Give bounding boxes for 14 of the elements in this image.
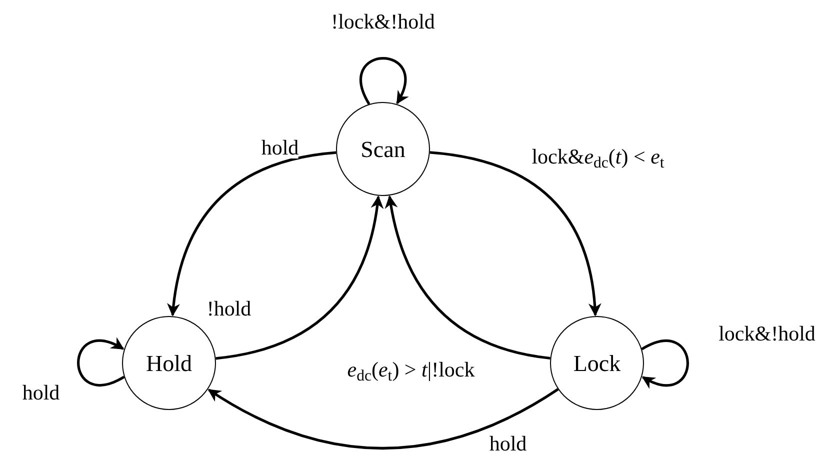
state-name: Scan xyxy=(360,138,406,160)
transition-arrow xyxy=(208,388,559,450)
edge-label: lock&e$_{dc}$(t) < e$_{t}$ xyxy=(532,146,664,168)
self-loop-arrow xyxy=(77,338,125,386)
transition-arrow xyxy=(168,151,336,316)
state-name: Hold xyxy=(146,352,192,374)
edge-label: e$_{dc}$(e$_{t}$) > t|!lock xyxy=(347,360,475,380)
transition-arrow xyxy=(216,195,384,360)
state-name: Lock xyxy=(573,352,621,374)
transition-arrow xyxy=(385,195,550,360)
self-loop-arrow xyxy=(641,340,689,388)
edge-label: hold xyxy=(261,138,299,158)
self-loop-arrow xyxy=(360,57,408,105)
transition-arrow xyxy=(430,151,601,316)
